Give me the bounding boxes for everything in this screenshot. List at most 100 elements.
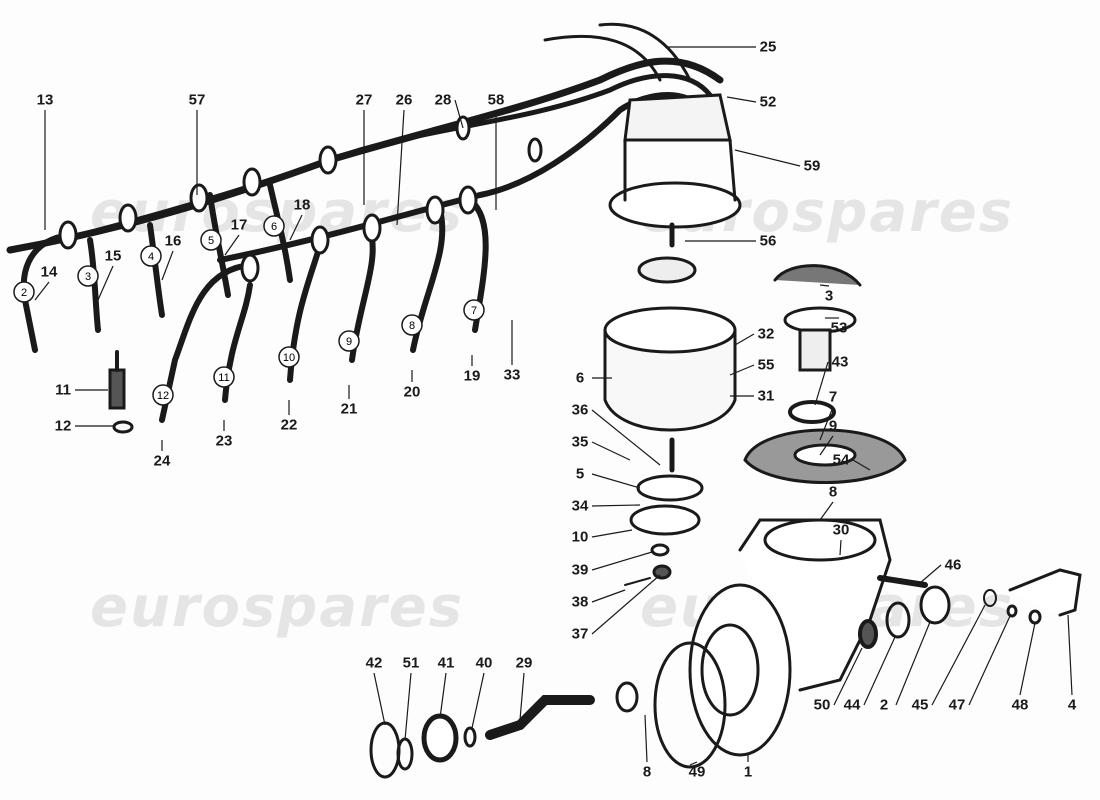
drive-gear [485, 695, 595, 740]
leader-line [689, 761, 698, 766]
callout-label: 1 [743, 763, 753, 781]
callout-label: 33 [503, 366, 521, 384]
leader-line [734, 333, 755, 346]
leader-line [373, 672, 386, 726]
wire-number-tag: 4 [140, 245, 162, 267]
svg-text:5: 5 [208, 235, 214, 247]
leader-line [833, 647, 863, 706]
callout-label: 8 [828, 483, 838, 501]
wire-number-tag: 9 [338, 330, 360, 352]
distributor-cap [623, 93, 732, 142]
callout-label: 22 [280, 416, 298, 434]
callout-label: 53 [830, 319, 848, 337]
callout-label: 51 [402, 654, 420, 672]
wire-number-tag: 7 [463, 299, 485, 321]
svg-text:9: 9 [346, 336, 352, 348]
callout-label: 52 [759, 93, 777, 111]
callout-label: 26 [395, 91, 413, 109]
leader-line [591, 589, 626, 603]
wire-number-tag: 12 [152, 384, 174, 406]
leader-line [729, 364, 755, 376]
leader-line [852, 459, 871, 471]
svg-text:10: 10 [283, 352, 295, 364]
callout-label: 23 [215, 432, 233, 450]
callout-label: 43 [831, 353, 849, 371]
leader-line [471, 672, 485, 729]
callout-label: 29 [515, 654, 533, 672]
callout-label: 44 [843, 696, 861, 714]
leader-line [814, 361, 829, 406]
leader-line [591, 551, 653, 571]
leader-line [161, 250, 174, 281]
callout-label: 10 [571, 528, 589, 546]
leader-line [931, 604, 986, 706]
leader-line [1019, 622, 1036, 696]
callout-label: 39 [571, 561, 589, 579]
wire-lead [543, 34, 662, 82]
leader-line [919, 564, 942, 584]
leader-line [819, 435, 834, 456]
wire-number-tag: 11 [213, 366, 235, 388]
wire-harness [217, 92, 703, 263]
leader-line [734, 149, 801, 167]
callout-label: 34 [571, 497, 589, 515]
leader-line [591, 504, 641, 507]
svg-text:11: 11 [218, 372, 229, 384]
leader-line [591, 409, 661, 466]
svg-text:6: 6 [271, 221, 277, 233]
callout-label: 18 [293, 196, 311, 214]
leader-line [644, 714, 648, 763]
svg-text:12: 12 [157, 390, 169, 402]
callout-label: 35 [571, 433, 589, 451]
leader-line [454, 99, 464, 129]
wire-harness [57, 73, 713, 243]
distributor-body [603, 328, 737, 432]
wire-number-tag: 2 [13, 281, 35, 303]
leader-line [819, 501, 834, 521]
callout-label: 47 [948, 696, 966, 714]
callout-label: 13 [36, 91, 54, 109]
callout-label: 8 [642, 763, 652, 781]
callout-label: 7 [828, 388, 838, 406]
leader-line [396, 109, 405, 226]
leader-line [34, 281, 50, 301]
callout-label: 32 [757, 325, 775, 343]
callout-label: 37 [571, 625, 589, 643]
callout-label: 36 [571, 401, 589, 419]
leader-line [819, 284, 830, 287]
callout-label: 59 [803, 157, 821, 175]
callout-label: 54 [832, 451, 850, 469]
callout-label: 11 [55, 381, 71, 399]
leader-line [863, 636, 896, 706]
callout-label: 17 [230, 216, 248, 234]
leader-line [591, 574, 661, 635]
callout-label: 12 [54, 417, 72, 435]
callout-label: 2 [879, 696, 889, 714]
callout-label: 50 [813, 696, 831, 714]
callout-label: 9 [828, 417, 838, 435]
callout-label: 57 [188, 91, 206, 109]
callout-label: 40 [475, 654, 493, 672]
callout-label: 30 [832, 521, 850, 539]
wire-lead [598, 22, 692, 82]
leader-line [839, 539, 842, 556]
callout-label: 15 [104, 247, 122, 265]
leader-line [97, 265, 114, 301]
callout-label: 6 [575, 369, 585, 387]
callout-label: 46 [944, 556, 962, 574]
wire-number-tag: 5 [200, 229, 222, 251]
callout-label: 25 [759, 38, 777, 56]
svg-text:4: 4 [148, 251, 154, 263]
leader-line [591, 473, 641, 489]
leader-line [224, 234, 240, 256]
svg-text:8: 8 [409, 320, 415, 332]
callout-label: 48 [1011, 696, 1029, 714]
callout-label: 49 [688, 763, 706, 781]
leader-line [289, 214, 303, 241]
leader-line [591, 529, 633, 538]
leader-line [439, 672, 447, 719]
leader-line [819, 406, 834, 441]
wire-number-tag: 3 [77, 265, 99, 287]
